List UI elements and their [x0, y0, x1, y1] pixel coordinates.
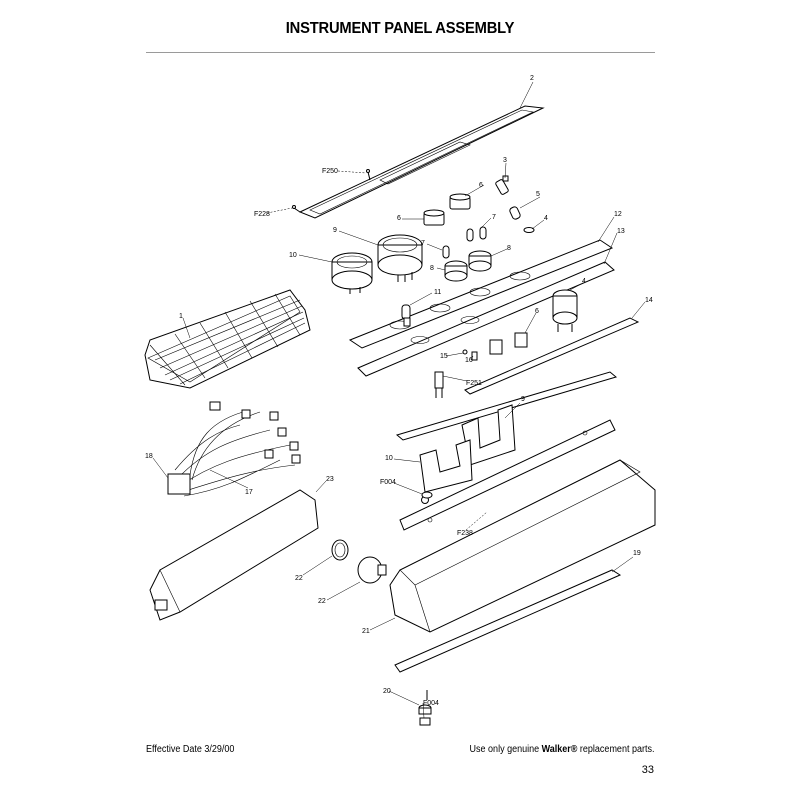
callout-9: 9	[521, 396, 525, 403]
callout-10: 10	[385, 455, 393, 462]
callout-3: 3	[503, 157, 507, 164]
callout-22: 22	[318, 598, 326, 605]
bezel-gasket	[298, 105, 545, 219]
brand-name: Walker®	[541, 744, 577, 755]
callout-7: 7	[421, 240, 425, 247]
callout-f228: F228	[254, 211, 270, 218]
callout-4: 4	[582, 278, 586, 285]
callout-17: 17	[245, 489, 253, 496]
callout-8: 8	[430, 265, 434, 272]
bumper-stud	[418, 690, 432, 726]
callout-f004: F004	[423, 700, 439, 707]
callout-11: 11	[434, 289, 441, 296]
dash-cover	[144, 289, 311, 389]
screw-f250	[366, 169, 371, 181]
nut-f004	[421, 491, 433, 499]
callout-15: 15	[440, 353, 448, 360]
bulb	[442, 226, 487, 259]
page-number: 33	[641, 764, 654, 776]
callout-f251: F251	[466, 380, 482, 387]
callout-23: 23	[326, 476, 334, 483]
callout-18: 18	[145, 453, 153, 460]
key-cap	[509, 206, 521, 220]
toggle-switch	[401, 304, 411, 327]
callout-14: 14	[645, 297, 653, 304]
gauge	[377, 234, 423, 282]
callout-12: 12	[614, 211, 622, 218]
throttle-knob	[331, 539, 349, 561]
callout-21: 21	[362, 628, 370, 635]
notice-prefix: Use only genuine	[469, 744, 542, 755]
callout-2: 2	[530, 75, 534, 82]
callout-20: 20	[383, 688, 391, 695]
title-divider	[146, 52, 655, 53]
callout-labels: 2 3 6 5 F250 F228 6 7 4 9 7 8 12 13 10 8…	[145, 75, 653, 707]
knob-nut	[357, 556, 387, 584]
effective-date: Effective Date 3/29/00	[146, 744, 235, 755]
callout-6: 6	[479, 182, 483, 189]
lower-plate	[399, 419, 616, 531]
indicator-light	[423, 193, 471, 226]
page-title: INSTRUMENT PANEL ASSEMBLY	[285, 20, 515, 37]
small-hardware	[434, 349, 478, 398]
panel-plate	[348, 239, 615, 377]
leader-lines	[152, 81, 646, 719]
callout-10: 10	[289, 252, 297, 259]
ignition-key	[495, 175, 509, 195]
callout-f004: F004	[380, 479, 396, 486]
parts-notice: Use only genuine Walker® replacement par…	[469, 744, 654, 755]
base-plate	[394, 569, 622, 673]
callout-7: 7	[492, 214, 496, 221]
callout-22: 22	[295, 575, 303, 582]
ignition-switch	[552, 289, 578, 332]
rear-gasket	[464, 317, 640, 395]
hour-meter	[331, 252, 373, 294]
callout-f250: F250	[322, 168, 338, 175]
callout-4: 4	[544, 215, 548, 222]
callout-16: 16	[465, 357, 473, 364]
callout-19: 19	[633, 550, 641, 557]
callout-1: 1	[179, 313, 183, 320]
screw-f228	[292, 205, 301, 213]
dash-housing	[389, 459, 656, 633]
mounting-bracket	[419, 404, 516, 493]
bulb-socket	[444, 250, 492, 282]
notice-suffix: replacement parts.	[576, 744, 654, 755]
switch-socket	[489, 332, 528, 355]
side-cover	[149, 489, 319, 621]
callout-f238: F238	[457, 530, 473, 537]
callout-5: 5	[536, 191, 540, 198]
callout-8: 8	[507, 245, 511, 252]
callout-6: 6	[397, 215, 401, 222]
lower-gasket	[395, 371, 618, 441]
wire-harness	[167, 401, 301, 497]
callout-6: 6	[535, 308, 539, 315]
callout-13: 13	[617, 228, 625, 235]
callout-9: 9	[333, 227, 337, 234]
lock-nut	[523, 227, 535, 233]
